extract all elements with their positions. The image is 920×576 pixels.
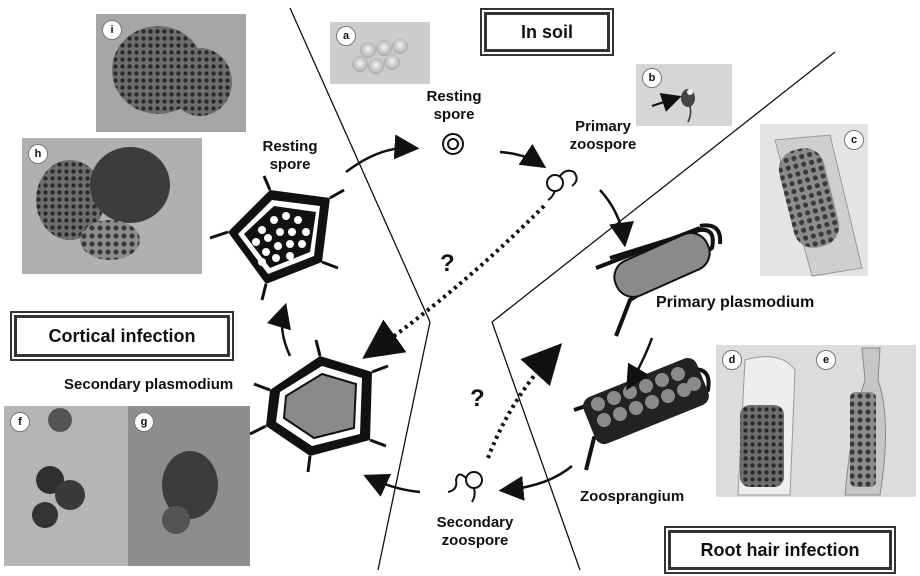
- photo-fg: [4, 406, 250, 566]
- photo-de: [716, 345, 916, 497]
- photo-tag-f: f: [10, 412, 30, 432]
- unknown-mark-lower: ?: [470, 385, 485, 412]
- resting-spore-soil-symbol: [442, 133, 464, 155]
- zone-label-cortical: Cortical infection: [14, 315, 230, 357]
- cortical-resting-spore-symbol: [209, 175, 345, 301]
- zone-label-soil: In soil: [484, 12, 610, 52]
- label-zoosporangium: Zoosprangium: [580, 488, 685, 505]
- label-secondary-plasmodium: Secondary plasmodium: [64, 376, 234, 393]
- zone-label-root-hair: Root hair infection: [668, 530, 892, 570]
- zone-dividers: [289, 7, 836, 571]
- zoosporangium-symbol: [573, 357, 711, 471]
- photo-tag-d: d: [722, 350, 742, 370]
- photo-tag-b: b: [642, 68, 662, 88]
- label-primary-plasmodium: Primary plasmodium: [656, 294, 815, 311]
- cycle-arrows: [267, 134, 654, 501]
- photo-tag-h: h: [28, 144, 48, 164]
- unknown-mark-upper: ?: [440, 250, 455, 277]
- secondary-zoospore-symbol: [447, 471, 483, 503]
- photo-tag-a: a: [336, 26, 356, 46]
- photo-tag-i: i: [102, 20, 122, 40]
- photo-b: [636, 64, 732, 126]
- photo-tag-g: g: [134, 412, 154, 432]
- photo-tag-c: c: [844, 130, 864, 150]
- secondary-plasmodium-symbol: [249, 339, 389, 473]
- photo-hi: [22, 14, 246, 274]
- primary-plasmodium-symbol: [595, 223, 723, 337]
- primary-zoospore-symbol: [546, 169, 578, 201]
- photo-tag-e: e: [816, 350, 836, 370]
- uncertain-arrows: [362, 204, 563, 459]
